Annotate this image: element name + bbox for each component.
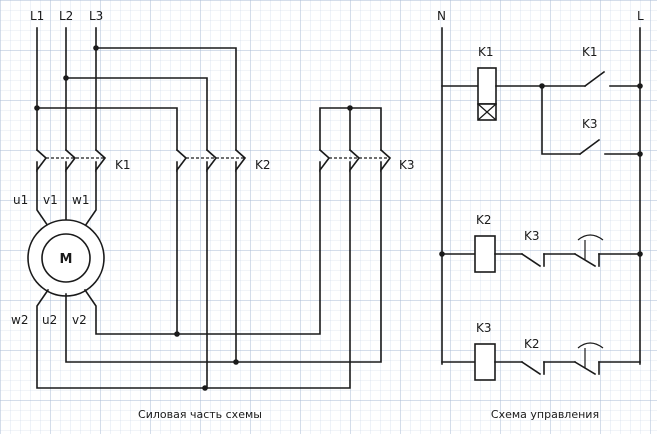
k3-out-2	[204, 169, 351, 389]
contact-k2-nc	[520, 360, 576, 376]
k3-out-1	[176, 169, 321, 335]
phase-label-l2: L2	[59, 9, 73, 23]
tap-l2-k2	[65, 77, 208, 151]
control-circuit: N L K1 K1 K3 K2	[437, 9, 644, 421]
phase-label-l3: L3	[89, 9, 103, 23]
coil-label-k2: K2	[476, 213, 492, 227]
rail-label-n: N	[437, 9, 446, 23]
contactor-label-k3: K3	[399, 158, 415, 172]
wire-w2	[36, 288, 206, 389]
wire-u1	[36, 169, 50, 228]
contact-label-k2: K2	[524, 337, 540, 351]
terminal-v1: v1	[43, 193, 58, 207]
junction-dot	[637, 251, 643, 257]
junction-dot	[439, 251, 445, 257]
coil-k2	[474, 235, 496, 273]
wire-v2	[83, 288, 178, 335]
coil-label-k1: K1	[478, 45, 494, 59]
tap-l3-k2	[95, 47, 237, 151]
rung1-branch	[541, 85, 581, 155]
coil-label-k3: K3	[476, 321, 492, 335]
contactor-label-k1: K1	[115, 158, 131, 172]
phase-label-l1: L1	[30, 9, 44, 23]
contact-label-k3-lower: K3	[524, 229, 540, 243]
wire-w1	[83, 169, 97, 228]
junction-dot	[637, 83, 643, 89]
contactor-label-k2: K2	[255, 158, 271, 172]
contact-k1-no	[583, 70, 641, 88]
k3-out-3	[235, 169, 382, 363]
junction-dot	[34, 105, 40, 111]
coil-k3	[474, 343, 496, 381]
terminal-w1: w1	[72, 193, 89, 207]
power-caption: Силовая часть схемы	[138, 408, 262, 421]
junction-dot	[63, 75, 69, 81]
tap-l1-k2	[36, 107, 178, 151]
rail-label-l: L	[637, 9, 644, 23]
terminal-v2: v2	[72, 313, 87, 327]
pushbutton-k2	[573, 234, 641, 268]
wire-u2	[65, 293, 237, 363]
junction-dot	[637, 151, 643, 157]
contact-label-k1: K1	[582, 45, 598, 59]
junction-dot	[347, 105, 353, 111]
pushbutton-k3	[573, 342, 641, 376]
contact-k3-no	[578, 138, 641, 156]
motor-symbol	[27, 219, 105, 297]
control-caption: Схема управления	[491, 408, 599, 421]
terminal-u2: u2	[42, 313, 57, 327]
terminal-w2: w2	[11, 313, 28, 327]
junction-dot	[93, 45, 99, 51]
contact-label-k3-upper: K3	[582, 117, 598, 131]
contact-k3-nc	[520, 252, 576, 268]
terminal-u1: u1	[13, 193, 28, 207]
motor-label: M	[60, 252, 73, 267]
coil-k1	[477, 67, 497, 121]
power-circuit: L1 L2 L3 K1 K2	[11, 9, 415, 421]
